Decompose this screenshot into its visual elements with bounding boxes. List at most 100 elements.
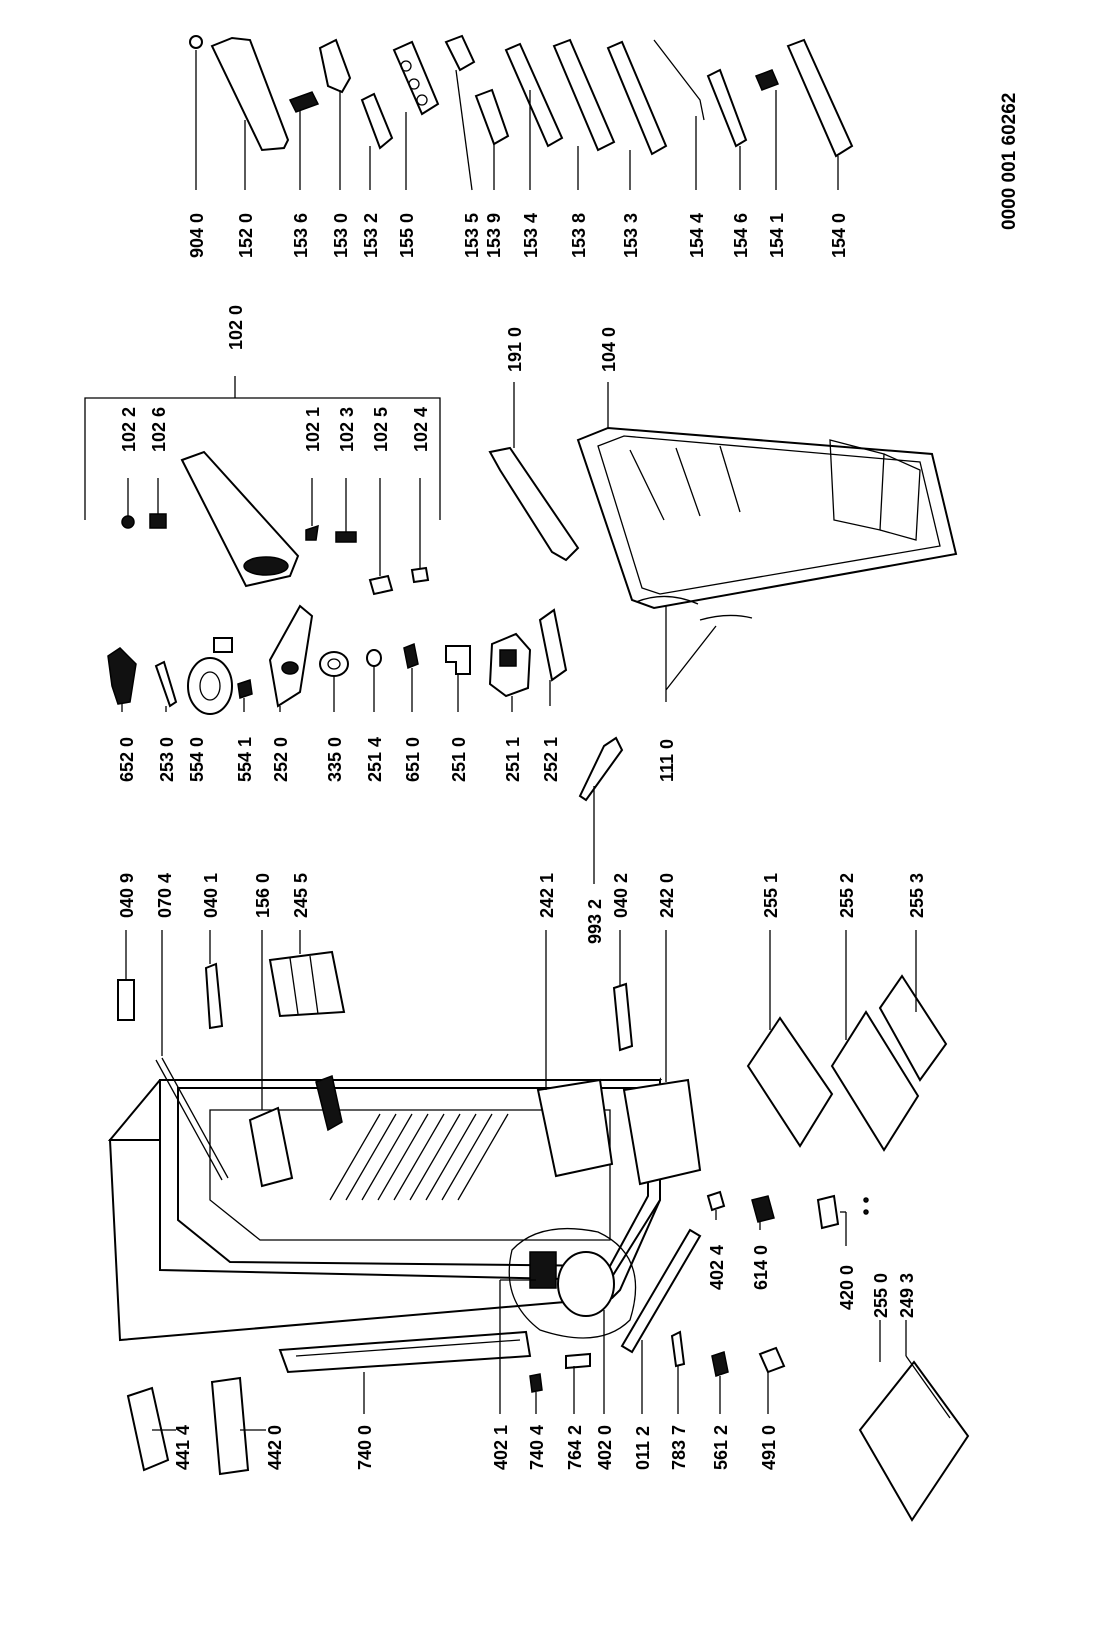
- leader-line: [665, 606, 717, 702]
- label-7404: 740 4: [527, 1425, 547, 1470]
- part-6520-wire-harness: [107, 647, 137, 705]
- label-1910: 191 0: [505, 327, 525, 372]
- part-1026-hinge: [149, 513, 167, 529]
- label-3350: 335 0: [325, 737, 345, 782]
- door-group: 191 0 104 0 111 0: [488, 327, 958, 782]
- label-7400: 740 0: [355, 1425, 375, 1470]
- part-0112-bracket: [620, 1228, 702, 1354]
- label-4910: 491 0: [759, 1425, 779, 1470]
- part-2551-shelf: [746, 1016, 834, 1148]
- part-1040-door-inner: [576, 426, 958, 610]
- part-7837-valve: [670, 1330, 686, 1368]
- label-4020: 402 0: [595, 1425, 615, 1470]
- label-2530: 253 0: [157, 737, 177, 782]
- label-6510: 651 0: [403, 737, 423, 782]
- door-inner-rim: [597, 435, 941, 595]
- egg-slot: [408, 78, 420, 90]
- part-1533-door-shelf: [606, 40, 668, 156]
- label-1520: 152 0: [236, 213, 256, 258]
- part-2520-thermostat-housing: [268, 604, 314, 708]
- part-2550-glass-plate: [858, 1360, 970, 1522]
- cabinet-group: 040 9 070 4 040 1 156 0 245 5 242 1 040 …: [107, 873, 702, 1342]
- part-4024-clip: [706, 1190, 726, 1212]
- label-7642: 764 2: [565, 1425, 585, 1470]
- label-4021: 402 1: [491, 1425, 511, 1470]
- part-1536-clip: [288, 91, 320, 113]
- label-1530: 153 0: [331, 213, 351, 258]
- part-7400-condenser: [278, 1330, 532, 1374]
- part-1024-pad: [410, 566, 430, 584]
- label-4200: 420 0: [837, 1265, 857, 1310]
- label-2553: 255 3: [907, 873, 927, 918]
- part-1023-latch: [335, 531, 357, 543]
- part-3350-knob: [319, 651, 349, 677]
- part-2510-bracket: [445, 645, 471, 675]
- part-1538-door-shelf: [552, 38, 616, 152]
- part-6510-lamp: [403, 642, 419, 670]
- part-7642-drier: [565, 1352, 591, 1370]
- door-compartment: [879, 453, 921, 541]
- part-1546-bottle-rail: [706, 68, 748, 148]
- part-2552-shelf: [830, 1010, 920, 1152]
- basket-wire: [289, 957, 299, 1015]
- shelf-rib: [329, 1113, 381, 1201]
- part-4021-relay: [529, 1251, 557, 1289]
- part-0402-hinge: [612, 982, 634, 1052]
- part-2455-basket: [268, 950, 346, 1018]
- part-9932-probe: [578, 736, 624, 802]
- label-0401: 040 1: [201, 873, 221, 918]
- part-1520-bottle-shelf: [210, 36, 290, 152]
- label-1560: 156 0: [253, 873, 273, 918]
- document-number: 0000 001 60262: [999, 93, 1020, 230]
- part-1539-butter-box: [474, 88, 510, 146]
- part-1541-clip: [755, 69, 779, 91]
- label-1550: 155 0: [397, 213, 417, 258]
- part-1110-handle-b: [699, 614, 753, 621]
- label-1021: 102 1: [303, 407, 323, 452]
- label-9932: 993 2: [585, 899, 605, 944]
- label-1536: 153 6: [291, 213, 311, 258]
- label-4024: 402 4: [707, 1245, 727, 1290]
- compressor-outline: [508, 1227, 637, 1339]
- label-1533: 153 3: [621, 213, 641, 258]
- part-1022-knob: [121, 515, 135, 529]
- part-5540-fan: [187, 657, 233, 715]
- label-1022: 102 2: [119, 407, 139, 452]
- shelf-rib: [377, 1113, 429, 1201]
- label-1025: 102 5: [371, 407, 391, 452]
- shelf-rib: [345, 1113, 397, 1201]
- label-1538: 153 8: [569, 213, 589, 258]
- shelf-rib: [425, 1113, 477, 1201]
- label-5540: 554 0: [187, 737, 207, 782]
- part-1544-wire-bar: [653, 39, 705, 121]
- label-1541: 154 1: [767, 213, 787, 258]
- door-shelves-group: 904 0 152 0 153 6 153 0 153 2 155 0 153 …: [187, 34, 854, 258]
- part-0704-strip: [155, 1059, 223, 1181]
- label-1539: 153 9: [484, 213, 504, 258]
- part-5612-switch: [711, 1351, 729, 1377]
- door-shelf-rail: [629, 449, 665, 521]
- label-2520: 252 0: [271, 737, 291, 782]
- part-1021-clip: [305, 524, 319, 541]
- label-1023: 102 3: [337, 407, 357, 452]
- label-2421: 242 1: [537, 873, 557, 918]
- label-1535: 153 5: [462, 213, 482, 258]
- label-2551: 255 1: [761, 873, 781, 918]
- compressor-group: 441 4 442 0 740 0 402 1 740 4 764 2 402 …: [126, 1190, 970, 1522]
- part-2530-sensor: [154, 660, 178, 708]
- label-0704: 070 4: [155, 873, 175, 918]
- label-1532: 153 2: [361, 213, 381, 258]
- label-2511: 251 1: [503, 737, 523, 782]
- label-1534: 153 4: [521, 213, 541, 258]
- label-2420: 242 0: [657, 873, 677, 918]
- part-1110-handle-a: [635, 595, 699, 605]
- label-6520: 652 0: [117, 737, 137, 782]
- part-2421-crisper: [536, 1078, 614, 1178]
- part-0409-tape: [117, 979, 135, 1021]
- part-1540-bottom-shelf: [786, 38, 854, 158]
- capacitor-terminal: [863, 1209, 869, 1215]
- label-2493: 249 3: [897, 1273, 917, 1318]
- label-1026: 102 6: [149, 407, 169, 452]
- label-2550: 255 0: [871, 1273, 891, 1318]
